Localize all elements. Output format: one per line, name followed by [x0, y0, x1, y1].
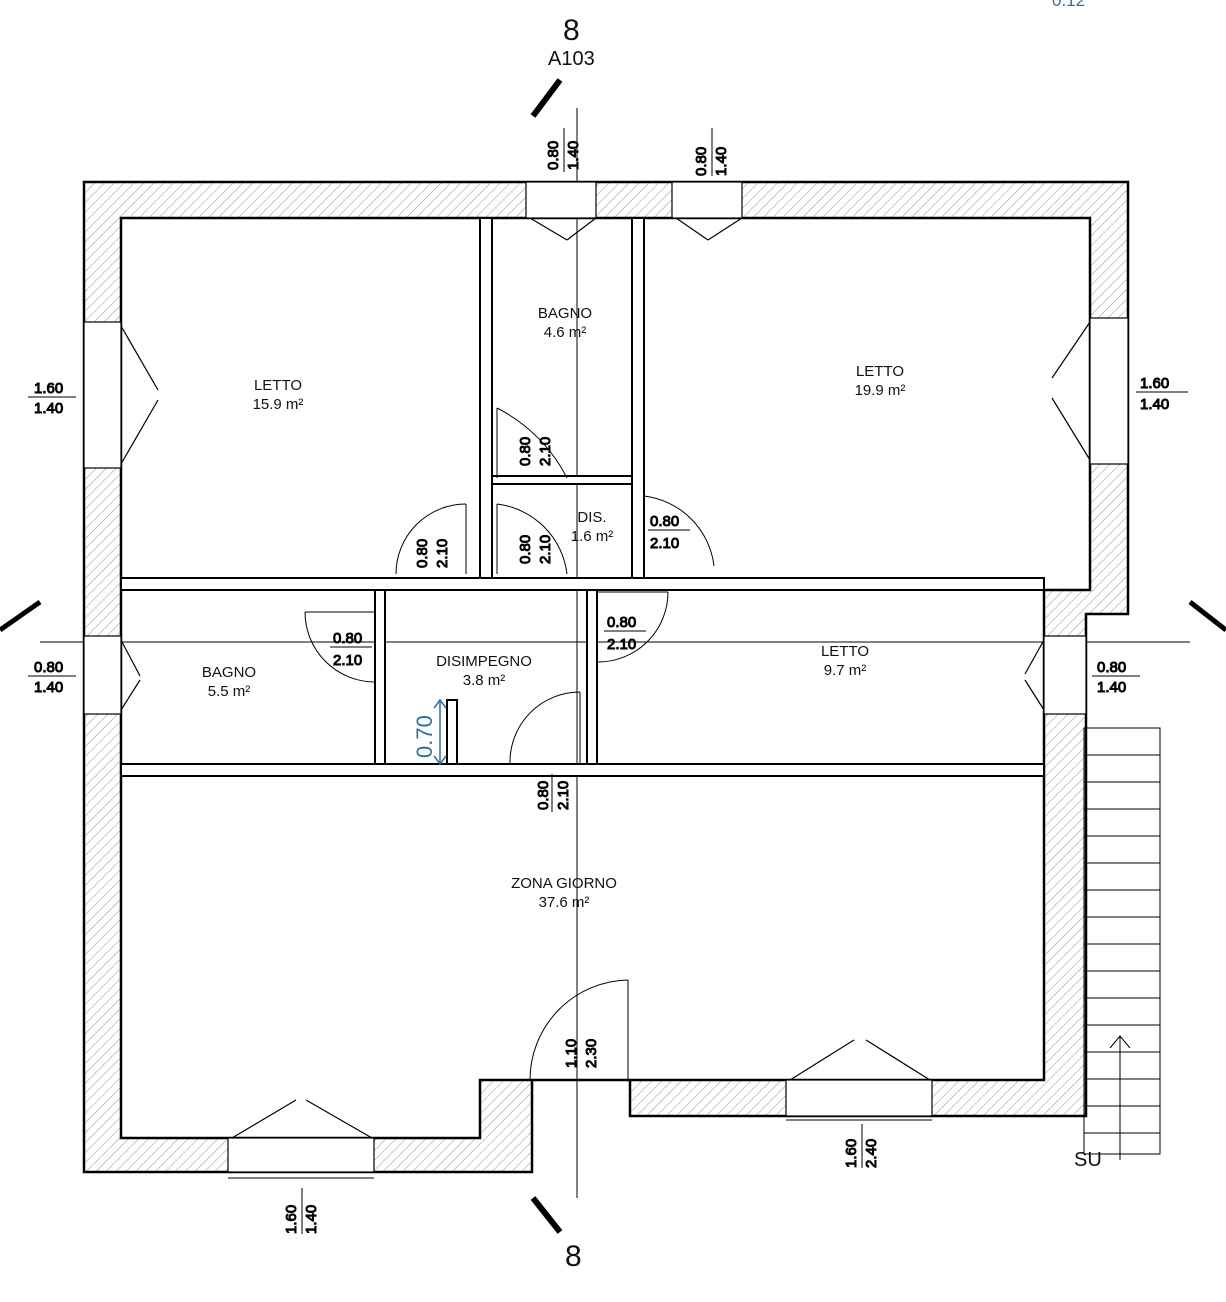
svg-text:0.70: 0.70 — [412, 715, 437, 758]
room-name: LETTO — [821, 643, 869, 660]
room-area: 3.8 m² — [463, 672, 506, 689]
svg-text:0.80: 0.80 — [517, 535, 534, 564]
svg-text:1.60: 1.60 — [843, 1139, 860, 1168]
section-sheet-ref: A103 — [548, 48, 595, 70]
room-name: BAGNO — [538, 305, 592, 322]
svg-text:0.80: 0.80 — [535, 781, 552, 810]
room-area: 9.7 m² — [824, 662, 867, 679]
clearance-annotation: 0.70 — [412, 698, 447, 766]
room-name: BAGNO — [202, 664, 256, 681]
room-name: LETTO — [254, 377, 302, 394]
svg-text:2.10: 2.10 — [537, 437, 554, 466]
svg-text:1.40: 1.40 — [713, 147, 730, 176]
windows — [83, 181, 1129, 1173]
svg-text:1.40: 1.40 — [1140, 396, 1169, 413]
room-name: LETTO — [856, 363, 904, 380]
svg-text:0.80: 0.80 — [34, 659, 63, 676]
svg-text:2.10: 2.10 — [333, 652, 362, 669]
svg-text:1.60: 1.60 — [283, 1205, 300, 1234]
svg-text:1.40: 1.40 — [34, 679, 63, 696]
svg-text:1.60: 1.60 — [1140, 375, 1169, 392]
svg-text:0.80: 0.80 — [607, 614, 636, 631]
svg-text:0.80: 0.80 — [650, 513, 679, 530]
stairs — [1083, 727, 1161, 1160]
section-mark-bottom: 8 — [565, 1240, 582, 1273]
svg-text:1.40: 1.40 — [565, 141, 582, 170]
room-name: DISIMPEGNO — [436, 653, 532, 670]
svg-text:1.10: 1.10 — [563, 1039, 580, 1068]
room-area: 5.5 m² — [208, 683, 251, 700]
svg-text:1.40: 1.40 — [303, 1205, 320, 1234]
svg-text:2.10: 2.10 — [434, 539, 451, 568]
room-name: DIS. — [577, 509, 606, 526]
svg-text:1.40: 1.40 — [34, 400, 63, 417]
room-area: 15.9 m² — [253, 396, 304, 413]
room-area: 19.9 m² — [855, 382, 906, 399]
svg-text:2.10: 2.10 — [650, 535, 679, 552]
opening-dimensions: 0.80 1.40 0.80 1.40 1.60 1.40 1.60 1.40 … — [28, 128, 1188, 1235]
svg-text:0.80: 0.80 — [333, 630, 362, 647]
section-line — [0, 78, 1226, 1234]
corner-note: 0.12 — [1052, 0, 1085, 10]
room-area: 1.6 m² — [571, 528, 614, 545]
svg-text:1.40: 1.40 — [1097, 679, 1126, 696]
svg-text:0.80: 0.80 — [517, 437, 534, 466]
room-area: 4.6 m² — [544, 324, 587, 341]
svg-text:0.80: 0.80 — [1097, 659, 1126, 676]
svg-text:0.80: 0.80 — [545, 141, 562, 170]
room-labels: LETTO 15.9 m² BAGNO 4.6 m² LETTO 19.9 m²… — [202, 305, 906, 911]
svg-text:2.10: 2.10 — [555, 781, 572, 810]
stair-label: SU — [1074, 1149, 1102, 1171]
section-mark-top: 8 — [563, 14, 580, 47]
svg-text:2.10: 2.10 — [607, 636, 636, 653]
svg-text:2.10: 2.10 — [537, 535, 554, 564]
svg-text:0.80: 0.80 — [693, 147, 710, 176]
svg-text:1.60: 1.60 — [34, 380, 63, 397]
interior-walls — [120, 217, 1045, 777]
room-name: ZONA GIORNO — [511, 875, 617, 892]
svg-text:2.30: 2.30 — [583, 1039, 600, 1068]
svg-text:0.80: 0.80 — [414, 539, 431, 568]
svg-text:2.40: 2.40 — [863, 1139, 880, 1168]
door-swings — [304, 407, 715, 1081]
room-area: 37.6 m² — [539, 894, 590, 911]
